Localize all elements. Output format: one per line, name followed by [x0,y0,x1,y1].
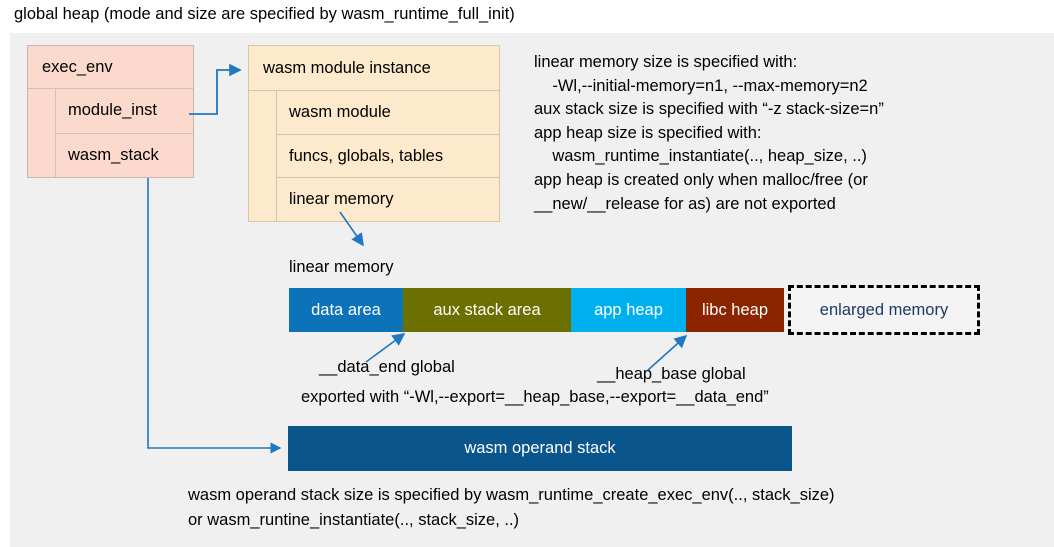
wasm-module-instance-header: wasm module instance [249,46,499,91]
caption-heap-base: __heap_base global [597,365,746,383]
wmi-field-linear-memory: linear memory [277,177,499,222]
segment-enlarged-memory: enlarged memory [788,285,980,335]
exec-env-header: exec_env [28,46,193,89]
wmi-field-funcs-globals-tables: funcs, globals, tables [277,133,499,178]
segment-aux-stack-area: aux stack area [403,288,571,332]
linear-memory-bar: data area aux stack area app heap libc h… [289,285,980,335]
exec-env-box: exec_env module_inst wasm_stack [27,45,194,178]
wasm-operand-stack-box: wasm operand stack [288,426,792,471]
caption-exported-with: exported with “-Wl,--export=__heap_base,… [301,388,769,406]
exec-env-field-module-inst: module_inst [56,89,193,133]
exec-env-gutter [28,89,56,177]
exec-env-field-wasm-stack: wasm_stack [56,132,193,177]
wasm-module-instance-gutter [249,91,277,221]
exec-env-rows: module_inst wasm_stack [56,89,193,177]
linear-memory-notes: linear memory size is specified with: -W… [534,53,884,213]
linear-memory-label: linear memory [289,258,394,276]
wasm-module-instance-rows: wasm module funcs, globals, tables linea… [277,91,499,222]
exec-env-body: module_inst wasm_stack [28,89,193,177]
operand-stack-notes: wasm operand stack size is specified by … [188,486,835,529]
segment-libc-heap: libc heap [686,288,784,332]
wmi-field-wasm-module: wasm module [277,91,499,134]
caption-data-end: __data_end global [319,358,455,376]
segment-data-area: data area [289,288,403,332]
page-title: global heap (mode and size are specified… [14,5,515,23]
segment-app-heap: app heap [571,288,686,332]
wasm-module-instance-box: wasm module instance wasm module funcs, … [248,45,500,222]
wasm-module-instance-body: wasm module funcs, globals, tables linea… [249,91,499,222]
